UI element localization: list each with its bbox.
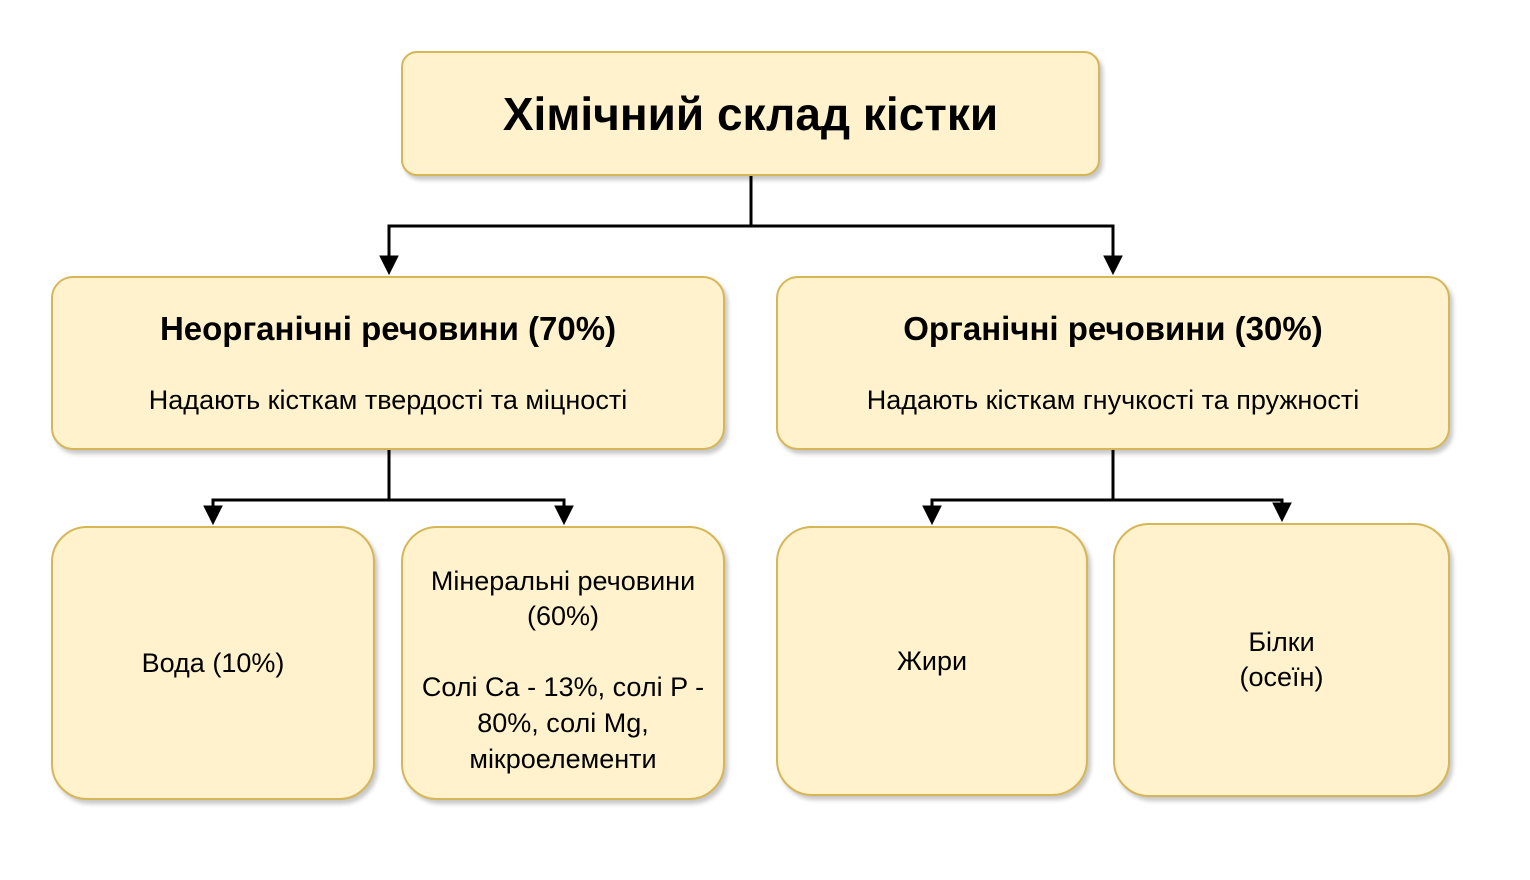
inorganic-substances-node: Неорганічні речовини (70%) Надають кістк…	[51, 276, 725, 450]
water-label: Вода (10%)	[141, 647, 285, 678]
organic-title: Органічні речовини (30%)	[903, 310, 1323, 347]
proteins-node: Білки (осеїн)	[1113, 523, 1450, 797]
connector-root-to-inorganic	[387, 176, 753, 260]
arrowhead-inorganic	[379, 255, 399, 276]
connector-root-to-organic	[751, 224, 1115, 260]
arrowhead-proteins	[1272, 502, 1292, 523]
water-node: Вода (10%)	[51, 526, 375, 800]
root-node: Хімічний склад кістки	[401, 51, 1100, 176]
proteins-label-line-1: Білки	[1248, 627, 1315, 657]
proteins-label-line-2: (осеїн)	[1239, 662, 1324, 692]
arrowhead-fats	[922, 505, 942, 526]
arrowhead-minerals	[554, 505, 574, 526]
minerals-title-line-2: (60%)	[526, 601, 600, 631]
minerals-detail-line-2: 80%, солі Mg,	[477, 708, 649, 738]
minerals-node: Мінеральні речовини (60%) Солі Ca - 13%,…	[401, 526, 725, 800]
fats-node: Жири	[776, 526, 1088, 796]
connector-organic-to-fats	[930, 450, 1115, 512]
fats-label: Жири	[896, 645, 968, 676]
arrowhead-organic	[1103, 255, 1123, 276]
minerals-title-line-1: Мінеральні речовини	[430, 566, 696, 596]
minerals-detail-line-1: Солі Ca - 13%, солі P -	[421, 672, 705, 702]
connector-organic-to-proteins	[1113, 498, 1284, 509]
inorganic-description: Надають кісткам твердості та міцності	[148, 385, 628, 415]
inorganic-title: Неорганічні речовини (70%)	[159, 310, 617, 347]
arrowhead-water	[203, 505, 223, 526]
connector-inorganic-to-water	[211, 450, 391, 512]
organic-description: Надають кісткам гнучкості та пружності	[866, 385, 1360, 415]
root-title: Хімічний склад кістки	[502, 87, 999, 140]
minerals-detail-line-3: мікроелементи	[469, 744, 657, 774]
connector-inorganic-to-minerals	[389, 498, 566, 512]
organic-substances-node: Органічні речовини (30%) Надають кісткам…	[776, 276, 1450, 450]
